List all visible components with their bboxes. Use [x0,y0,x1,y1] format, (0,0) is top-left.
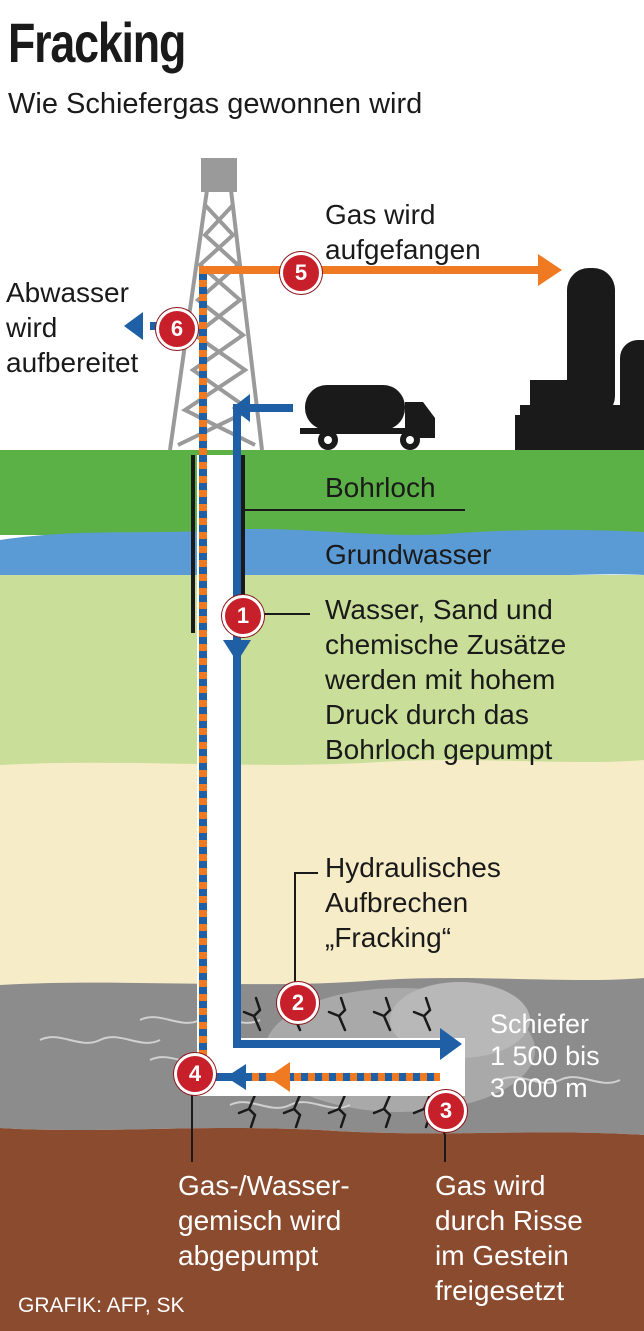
graphic-credit: GRAFIK: AFP, SK [18,1294,185,1317]
borehole-label: Bohrloch [325,472,436,503]
step2-pointer [294,872,318,985]
step1-text: Wasser, Sand und chemische Zusätze werde… [325,594,567,765]
page-title: Fracking [8,11,186,74]
layer-topsoil [0,450,644,535]
step2-text: Hydraulisches Aufbrechen „Fracking“ [325,852,501,953]
layer-groundwater [0,528,644,579]
well-casing-right [241,455,245,633]
layer-cream [0,760,644,985]
step3-text: Gas wird durch Risse im Gestein freigese… [435,1170,583,1306]
wastewater-label: Abwasser wird aufbereitet [6,277,139,378]
layer-bedrock [0,1128,644,1331]
well-casing-left [191,455,195,633]
gas-captured-label: Gas wird aufgefangen [325,199,481,265]
step-marker-5: 5 [280,252,322,294]
step-marker-1: 1 [222,595,264,637]
step4-text: Gas-/Wasser- gemisch wird abgepumpt [178,1170,350,1271]
groundwater-label: Grundwasser [325,539,492,570]
step-marker-3: 3 [425,1090,467,1132]
shale-label: Schiefer 1 500 bis 3 000 m [490,1009,600,1103]
gas-flow-arrow [199,254,562,286]
step-marker-2: 2 [277,982,319,1024]
page-subtitle: Wie Schiefergas gewonnen wird [8,88,423,120]
step-marker-6: 6 [156,308,198,350]
mixture-flow-arrow [199,270,440,1092]
step-marker-4: 4 [174,1053,216,1095]
gas-storage-plant-icon [515,268,644,450]
water-flow-arrow [223,394,462,1060]
tanker-truck-icon [300,385,435,450]
layer-green [0,575,644,765]
